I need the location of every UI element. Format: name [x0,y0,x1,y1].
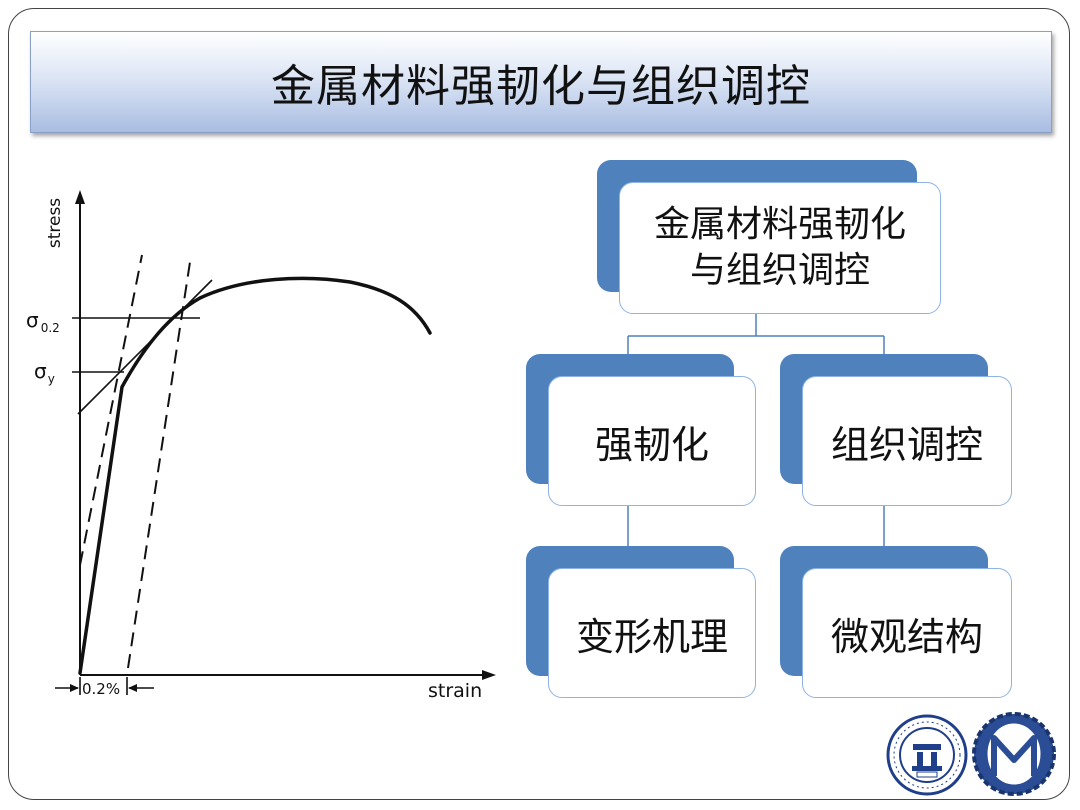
slide-title: 金属材料强韧化与组织调控 [271,61,811,112]
node-deformation-mechanism[interactable]: 变形机理 [548,568,756,698]
x-axis-label: strain [428,680,482,702]
offset-arrow-right-head [128,684,137,692]
root-node-line2: 与组织调控 [689,250,870,291]
sigma-02-symbol: σ [26,308,39,332]
sigma-02-subscript: 0.2 [41,321,60,335]
node-strengthening[interactable]: 强韧化 [548,376,756,506]
sigma-y-subscript: y [48,372,55,386]
y-axis-arrow [75,190,85,204]
university-seal-icon [886,714,968,796]
node-strengthening-label: 强韧化 [594,422,709,467]
school-emblem-icon [972,712,1056,796]
dashed-line-2 [79,254,143,566]
dashed-line-1 [127,261,191,669]
node-deformation-mechanism-label: 变形机理 [575,614,728,659]
offset-label: 0.2% [82,680,120,698]
title-banner: 金属材料强韧化与组织调控 [30,31,1052,133]
tangent-line [77,279,213,415]
node-microstructure[interactable]: 微观结构 [802,568,1012,698]
root-node-line1: 金属材料强韧化 [653,204,906,245]
sigma-y-symbol: σ [34,359,47,383]
sigma-y-label: σy [34,359,55,386]
y-axis-label: stress [45,198,65,248]
root-node[interactable]: 金属材料强韧化 与组织调控 [619,182,941,314]
node-microstructure-control[interactable]: 组织调控 [802,376,1012,506]
offset-arrow-left-head [70,684,79,692]
x-axis-arrow [482,670,496,680]
node-microstructure-label: 微观结构 [830,614,983,659]
node-microstructure-control-label: 组织调控 [830,422,983,467]
